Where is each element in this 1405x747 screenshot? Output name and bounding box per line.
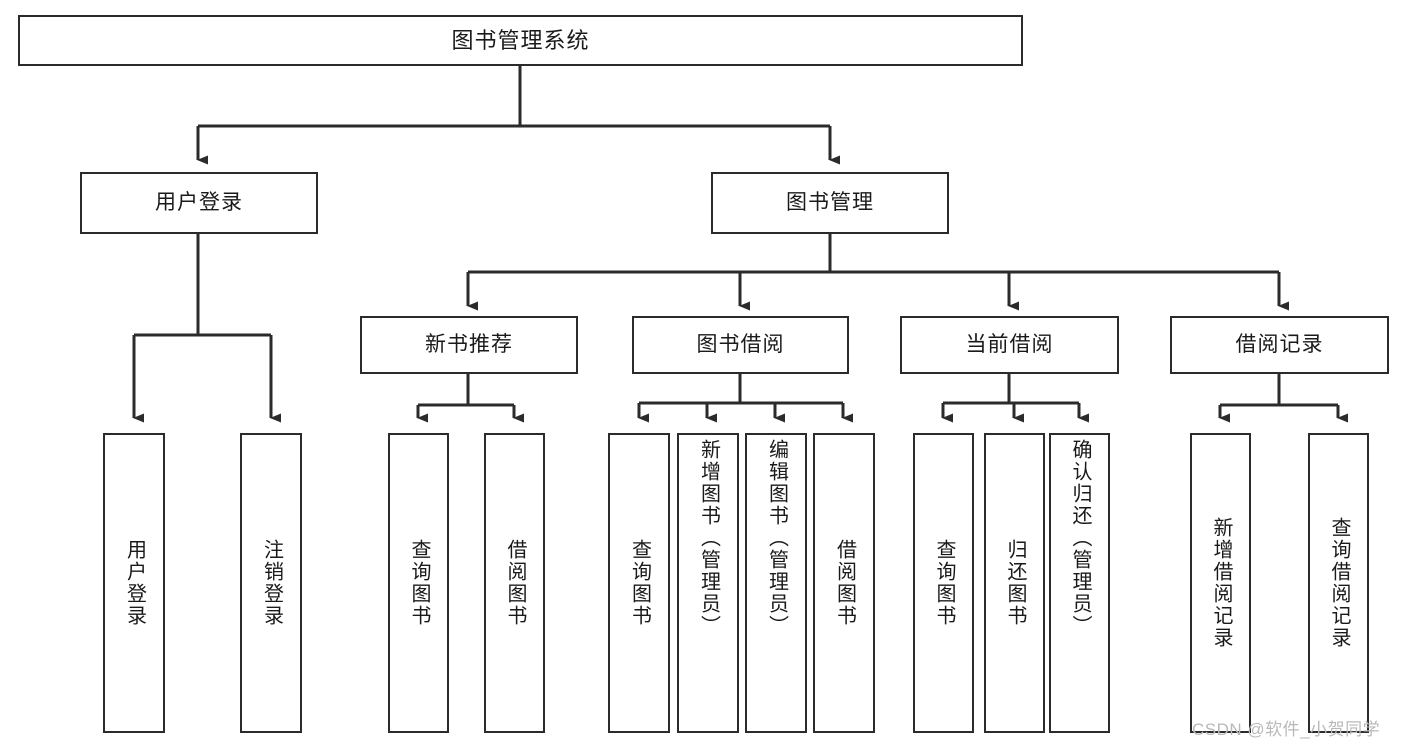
node-leaf-edit-book-label: 编辑图书（管理员） xyxy=(765,439,788,637)
node-book-manage[interactable]: 图书管理 xyxy=(711,172,949,234)
node-leaf-query-book-1-label: 查询图书 xyxy=(408,539,430,627)
node-leaf-return-book[interactable]: 归还图书 xyxy=(984,433,1045,733)
node-leaf-query-book-2[interactable]: 查询图书 xyxy=(608,433,670,733)
node-root-label: 图书管理系统 xyxy=(451,27,590,53)
node-leaf-user-login-label: 用户登录 xyxy=(123,539,146,627)
watermark-text: CSDN @软件_小贺同学 xyxy=(1192,720,1381,739)
node-leaf-user-logout-label: 注销登录 xyxy=(260,539,283,627)
node-leaf-query-book-3[interactable]: 查询图书 xyxy=(913,433,974,733)
node-leaf-borrow-book-1-label: 借阅图书 xyxy=(504,539,526,627)
node-leaf-add-record-label: 新增借阅记录 xyxy=(1210,517,1232,649)
node-current-borrow[interactable]: 当前借阅 xyxy=(900,316,1119,374)
node-leaf-user-logout[interactable]: 注销登录 xyxy=(240,433,302,733)
node-leaf-borrow-book-2-label: 借阅图书 xyxy=(833,539,856,627)
node-leaf-query-book-2-label: 查询图书 xyxy=(628,539,651,627)
node-new-book-recommend[interactable]: 新书推荐 xyxy=(360,316,578,374)
node-user-login-label: 用户登录 xyxy=(155,190,243,214)
node-leaf-query-record[interactable]: 查询借阅记录 xyxy=(1308,433,1369,733)
node-leaf-edit-book[interactable]: 编辑图书（管理员） xyxy=(745,433,807,733)
node-user-login[interactable]: 用户登录 xyxy=(80,172,318,234)
node-leaf-query-book-1[interactable]: 查询图书 xyxy=(388,433,449,733)
node-leaf-add-book[interactable]: 新增图书（管理员） xyxy=(677,433,739,733)
node-leaf-query-record-label: 查询借阅记录 xyxy=(1328,517,1350,649)
node-leaf-query-book-3-label: 查询图书 xyxy=(933,539,955,627)
node-leaf-borrow-book-2[interactable]: 借阅图书 xyxy=(813,433,875,733)
node-book-borrow-label: 图书借阅 xyxy=(696,332,785,356)
node-root[interactable]: 图书管理系统 xyxy=(18,15,1023,66)
watermark-csdn: CSDN @软件_小贺同学 xyxy=(1192,715,1380,740)
node-book-manage-label: 图书管理 xyxy=(786,190,874,214)
node-leaf-confirm-return[interactable]: 确认归还（管理员） xyxy=(1049,433,1110,733)
node-leaf-confirm-return-label: 确认归还（管理员） xyxy=(1069,439,1091,637)
node-leaf-borrow-book-1[interactable]: 借阅图书 xyxy=(484,433,545,733)
node-borrow-record[interactable]: 借阅记录 xyxy=(1170,316,1389,374)
node-book-borrow[interactable]: 图书借阅 xyxy=(632,316,849,374)
node-leaf-return-book-label: 归还图书 xyxy=(1004,539,1026,627)
node-leaf-add-book-label: 新增图书（管理员） xyxy=(697,439,720,637)
node-new-book-recommend-label: 新书推荐 xyxy=(425,332,513,356)
node-leaf-add-record[interactable]: 新增借阅记录 xyxy=(1190,433,1251,733)
node-borrow-record-label: 借阅记录 xyxy=(1235,332,1324,356)
node-current-borrow-label: 当前借阅 xyxy=(965,332,1054,356)
node-leaf-user-login[interactable]: 用户登录 xyxy=(103,433,165,733)
